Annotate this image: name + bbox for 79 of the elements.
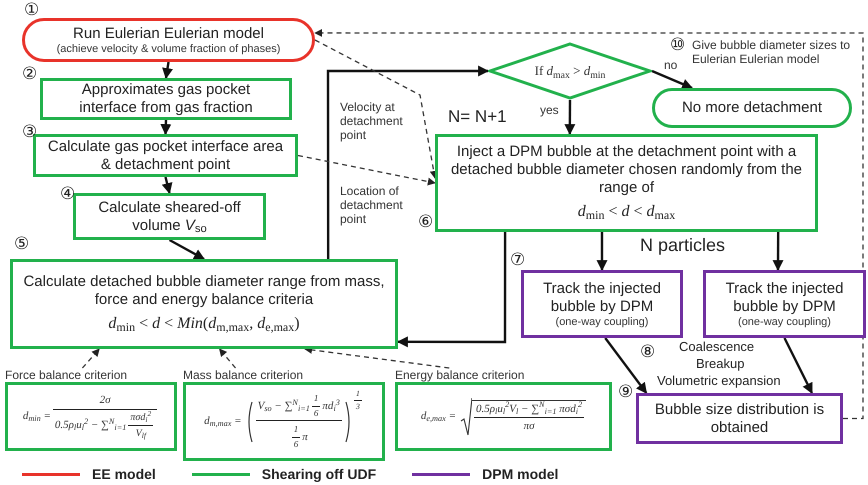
criterion-heading: Force balance criterion [5,368,128,382]
legend-text: Shearing off UDF [262,466,376,482]
step-number: ③ [22,124,38,141]
arrow [314,28,864,420]
step-text: Inject a DPM bubble at the detachment point with a detached bubble diameter chosen randomly from the range of [450,143,804,197]
step-text: Calculate detached bubble diameter range from mass, force and energy balance criteria [22,273,386,309]
arrow [564,100,576,136]
terminal-box [652,88,852,128]
step-text: Calculate sheared-off volume V$_{so}$ [97,198,242,234]
step-text: No more detachment [682,99,822,117]
decision-diamond [488,42,652,100]
process-box [40,78,292,120]
formula-term: d$_{min}$ = [22,409,51,425]
note-text: (one-way coupling) [556,316,648,328]
note-text: (one-way coupling) [738,316,831,328]
formula-term: d$_{e,max}$ = [420,409,456,425]
arrow [596,232,608,272]
step-number: ⑦ [510,252,526,269]
formula-term: 3 [356,402,360,411]
step-number: ⑩ [670,37,686,54]
annotation-text: N particles [640,236,726,254]
criterion-heading: Mass balance criterion [183,368,304,382]
process-box [73,193,266,240]
annotation-text: Coalescence [679,340,754,353]
formula-term: V$_{lf}$ [136,428,146,439]
arrow [783,337,814,394]
arrow [162,62,173,80]
arrow [168,238,205,260]
step-text: Track the injected bubble by DPM [542,280,662,316]
formula-term: 2σ [100,394,110,406]
arrow [772,232,784,272]
process-box [703,270,866,338]
condition-text: If d$_{max}$ > d$_{min}$ [534,62,606,81]
step-text: Bubble size distribution is obtained [654,400,826,436]
annotation-text: Volumetric expansion [657,374,781,387]
process-box [521,270,683,338]
formula-term: 1 [294,424,298,434]
arrow [219,348,236,368]
criterion-heading: Energy balance criterion [395,368,526,382]
step-number: ⑤ [14,236,30,253]
step-number: ② [22,66,38,83]
annotation-text: N= N+1 [448,108,507,125]
step-number: ⑥ [418,214,434,231]
process-box [435,134,818,232]
terminal-box [22,18,315,62]
arrow [298,154,436,186]
formula-term: 6 [294,438,298,448]
formula-box [5,368,177,451]
step-number: ④ [60,186,76,203]
step-number: ⑧ [640,344,656,361]
step-text: Run Eulerian Eulerian model [73,24,264,42]
formula-text: d$_{min}$ < d < d$_{max}$ [578,202,676,223]
process-box [10,259,398,349]
process-box [636,393,843,444]
legend-text: DPM model [482,466,558,482]
formula-term: π [302,430,308,445]
arrow [652,70,693,90]
formula-term: 6 [314,408,318,418]
formula-text: d$_{min}$ < d < Min(d$_{m,max}$, d$_{e,max}$) [108,314,300,335]
arrow [160,120,172,136]
arrow [396,232,506,348]
legend-text: EE model [92,466,156,482]
note-text: (achieve velocity & volume fraction of phases) [56,42,280,56]
formula-term: 1 [314,393,318,403]
step-text: Track the injected bubble by DPM [724,280,844,316]
formula-box [183,368,385,461]
annotation-text: Breakup [696,357,744,370]
formula-term: 1 [356,389,360,398]
formula-term: d$_{m,max}$ = [204,414,242,430]
arrow [82,348,100,368]
arrow [604,337,648,394]
step-number: ① [24,2,40,19]
arrow [162,176,172,194]
formula-box [395,368,612,451]
step-text: Calculate gas pocket interface area & detachment point [46,138,284,174]
step-text: Approximates gas pocket interface from gas fraction [78,81,254,117]
formula-term: πσ [524,420,535,432]
arrow [326,66,490,259]
step-number: ⑨ [618,384,634,401]
